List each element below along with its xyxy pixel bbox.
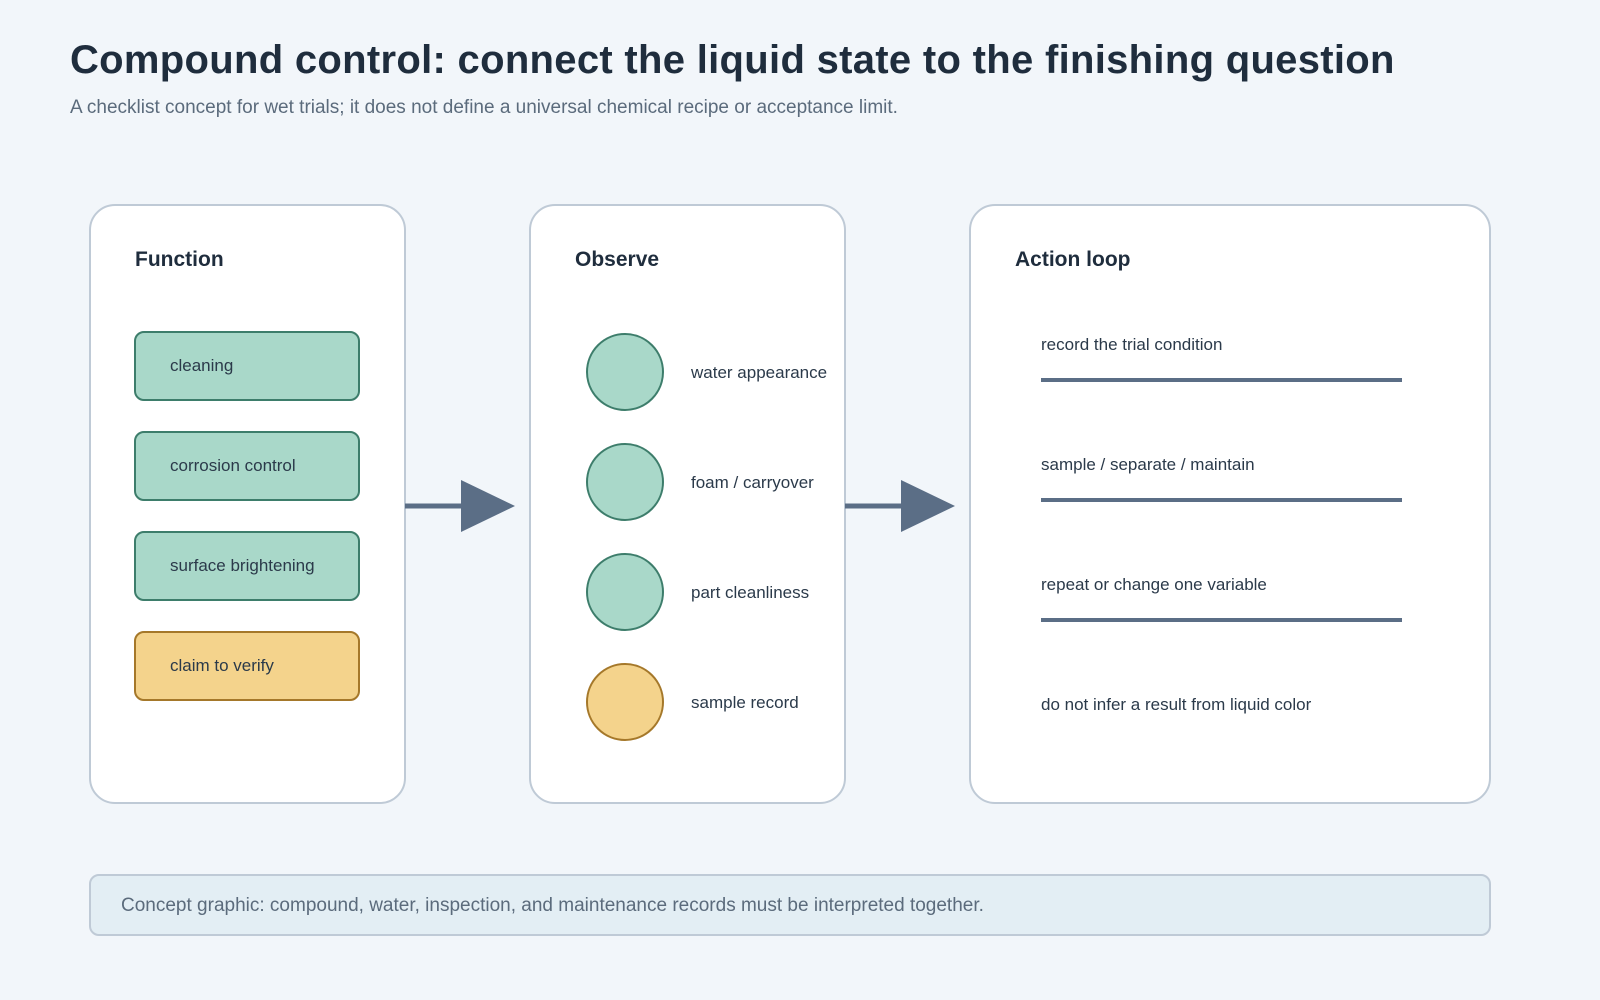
action-step-divider [1041, 378, 1402, 382]
observe-indicator-circle [586, 663, 664, 741]
page-subtitle: A checklist concept for wet trials; it d… [70, 97, 898, 118]
action-step-record: record the trial condition [1041, 335, 1223, 354]
page-title: Compound control: connect the liquid sta… [70, 38, 1395, 82]
observe-indicator-circle [586, 333, 664, 411]
function-item-corrosion-control[interactable]: corrosion control [134, 431, 360, 501]
action-step-divider [1041, 498, 1402, 502]
function-panel: Function cleaning corrosion control surf… [89, 204, 406, 804]
function-item-claim-to-verify[interactable]: claim to verify [134, 631, 360, 701]
function-item-label: surface brightening [170, 556, 315, 575]
function-item-label: corrosion control [170, 456, 296, 475]
observe-panel-title: Observe [575, 248, 660, 271]
flow-arrow-icon [845, 480, 955, 532]
function-item-cleaning[interactable]: cleaning [134, 331, 360, 401]
function-item-label: cleaning [170, 356, 234, 375]
observe-indicator-circle [586, 443, 664, 521]
function-item-label: claim to verify [170, 656, 274, 675]
action-step-sample: sample / separate / maintain [1041, 455, 1255, 474]
action-step-warning: do not infer a result from liquid color [1041, 695, 1312, 714]
observe-indicator-circle [586, 553, 664, 631]
flow-arrow-icon [405, 480, 515, 532]
action-loop-panel-title: Action loop [1015, 248, 1131, 271]
action-step-divider [1041, 618, 1402, 622]
observe-item-sample-record: sample record [691, 693, 799, 712]
function-item-surface-brightening[interactable]: surface brightening [134, 531, 360, 601]
observe-panel: Observe water appearance foam / carryove… [529, 204, 846, 804]
function-panel-title: Function [135, 248, 224, 271]
observe-item-foam-carryover: foam / carryover [691, 473, 814, 492]
concept-note-box: Concept graphic: compound, water, inspec… [89, 874, 1491, 936]
observe-item-part-cleanliness: part cleanliness [691, 583, 810, 602]
action-step-repeat: repeat or change one variable [1041, 575, 1267, 594]
concept-note-text: Concept graphic: compound, water, inspec… [121, 895, 984, 916]
observe-item-water-appearance: water appearance [691, 363, 828, 382]
action-loop-panel: Action loop record the trial condition s… [969, 204, 1491, 804]
